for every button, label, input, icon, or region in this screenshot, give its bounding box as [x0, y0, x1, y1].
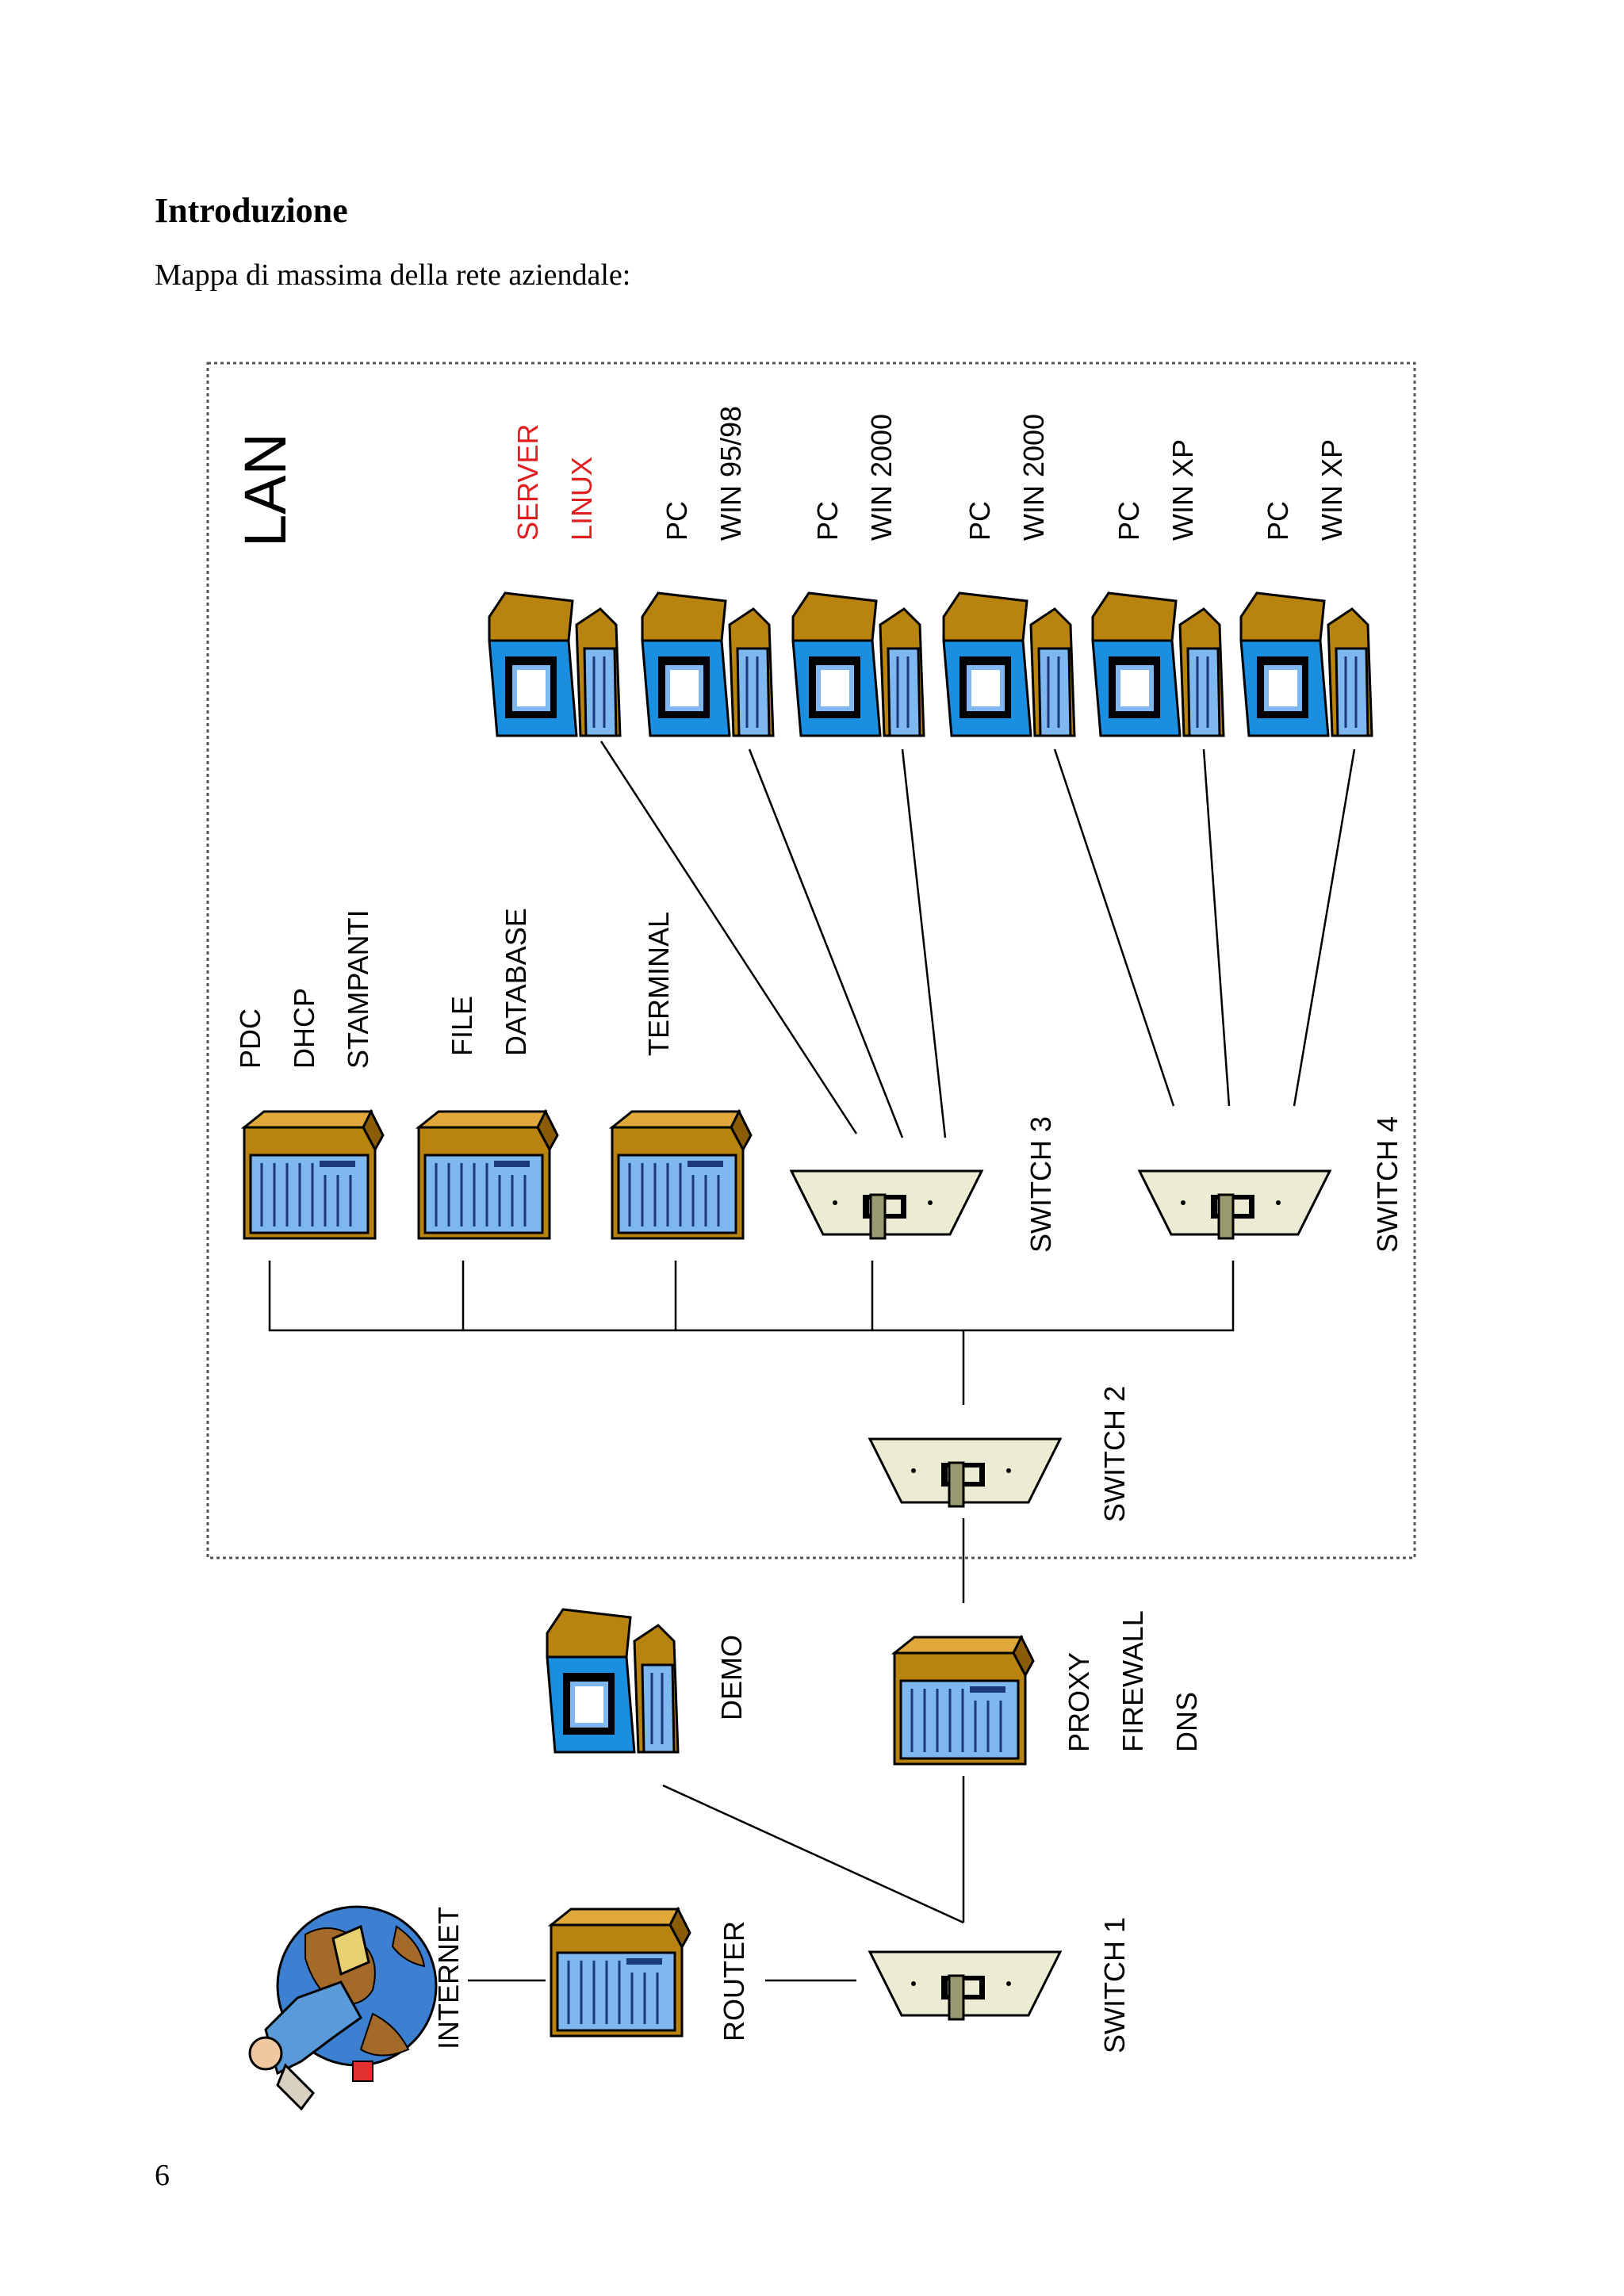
label-pc5-line-1: PC [1262, 501, 1294, 541]
router-icon [550, 1908, 691, 2038]
label-internet-line-1: INTERNET [432, 1907, 465, 2049]
label-pc1-line-2: WIN 95/98 [714, 406, 747, 541]
label-pc5-line-2: WIN XP [1316, 439, 1348, 541]
label-switch2-line-1: SWITCH 2 [1098, 1386, 1131, 1522]
label-proxy-line-1: PROXY [1063, 1652, 1095, 1752]
label-server-linux-line-2: LINUX [565, 457, 598, 541]
internet-globe-icon [248, 1905, 438, 2111]
page-number: 6 [155, 2159, 170, 2192]
label-pc1-line-1: PC [661, 501, 693, 541]
label-pdc-line-3: STAMPANTI [342, 909, 374, 1069]
label-switch4-line-1: SWITCH 4 [1371, 1116, 1404, 1253]
label-switch1-line-1: SWITCH 1 [1098, 1917, 1131, 2053]
switch-4-icon [1138, 1169, 1331, 1240]
server-linux-icon [489, 593, 620, 736]
pc-win2000-icon [944, 593, 1074, 736]
page-title: Introduzione [155, 191, 348, 230]
proxy-server-icon [893, 1636, 1035, 1766]
label-router-line-1: ROUTER [718, 1921, 750, 2042]
label-file-line-1: FILE [446, 996, 478, 1056]
pc-winxp-icon [1093, 593, 1224, 736]
label-server-linux-line-1: SERVER [511, 424, 544, 541]
label-pc4-line-1: PC [1113, 501, 1145, 541]
lan-boundary [206, 362, 1416, 1559]
label-pc3-line-2: WIN 2000 [1017, 414, 1050, 541]
label-pc3-line-1: PC [963, 501, 996, 541]
switch-3-icon [790, 1169, 983, 1240]
intro-text: Mappa di massima della rete aziendale: [155, 258, 631, 292]
label-terminal-line-1: TERMINAL [642, 912, 675, 1056]
label-file-line-2: DATABASE [500, 908, 532, 1056]
connection-lines [268, 740, 1356, 1982]
label-proxy-line-2: FIREWALL [1116, 1610, 1149, 1752]
pc-win9598-icon [642, 593, 773, 736]
label-switch3-line-1: SWITCH 3 [1025, 1116, 1057, 1253]
switch-2-icon [868, 1437, 1062, 1508]
label-proxy-line-3: DNS [1170, 1692, 1203, 1752]
pdc-server-icon [243, 1110, 385, 1240]
demo-pc-icon [547, 1609, 678, 1752]
label-demo-line-1: DEMO [715, 1635, 748, 1720]
pc-win2000-icon [793, 593, 924, 736]
label-pdc-line-2: DHCP [288, 988, 320, 1069]
label-pdc-line-1: PDC [234, 1008, 266, 1069]
terminal-server-icon [611, 1110, 753, 1240]
label-pc2-line-1: PC [811, 501, 844, 541]
file-server-icon [417, 1110, 559, 1240]
label-pc4-line-2: WIN XP [1166, 439, 1199, 541]
pc-winxp-icon [1241, 593, 1372, 736]
lan-title: LAN [232, 433, 298, 547]
switch-1-icon [868, 1950, 1062, 2021]
label-pc2-line-2: WIN 2000 [865, 414, 898, 541]
